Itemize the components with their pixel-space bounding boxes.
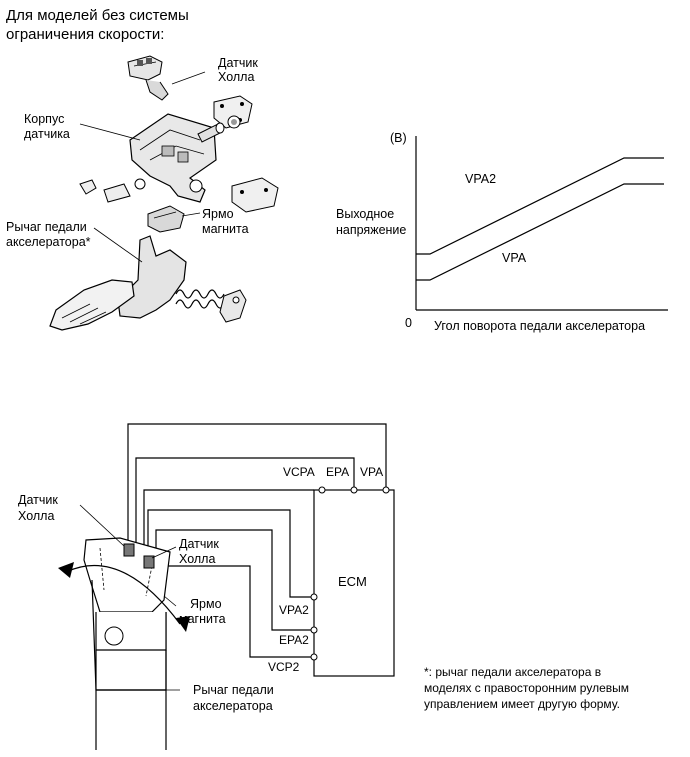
- hall-sensor-label-line1: Датчик: [218, 56, 258, 70]
- graph-xlabel: Угол поворота педали акселератора: [434, 319, 646, 333]
- ecm-label: ECM: [338, 574, 367, 589]
- hall-sensor-chip-right: [143, 555, 155, 569]
- graph-ylabel-line2: напряжение: [336, 223, 407, 237]
- pin-vpa-label: VPA: [360, 465, 384, 479]
- rotation-arrow: [58, 562, 190, 632]
- yoke-circuit-label-line2: магнита: [179, 612, 226, 626]
- hall-sensor-chip-left: [123, 543, 135, 557]
- yoke-label-line1: Ярмо: [202, 207, 234, 221]
- graph-ylabel-line1: Выходное: [336, 207, 395, 221]
- graph-vpa-label: VPA: [502, 251, 527, 265]
- footnote-line1: *: рычаг педали акселератора в: [424, 665, 602, 679]
- hall-sensor-label-line2: Холла: [218, 70, 255, 84]
- housing-label-line2: датчика: [24, 127, 70, 141]
- pin-vpa2-label: VPA2: [279, 603, 309, 617]
- housing-label-line1: Корпус: [24, 112, 65, 126]
- yoke-label-line2: магнита: [202, 222, 249, 236]
- vpa-line: [416, 183, 664, 281]
- header-line-1: Для моделей без системы: [6, 7, 189, 24]
- graph-origin-label: 0: [405, 316, 412, 330]
- pin-vcp2-label: VCP2: [268, 660, 300, 674]
- lever-body-drawing: [83, 537, 171, 750]
- accelerator-lever-part: [49, 235, 247, 331]
- header-line-2: ограничения скорости:: [6, 26, 165, 43]
- hall-right-label-line1: Датчик: [179, 537, 219, 551]
- hall-left-label-line1: Датчик: [18, 493, 58, 507]
- pin-vcpa-label: VCPA: [283, 465, 315, 479]
- sensor-housing-part: [129, 113, 217, 203]
- wiring: [127, 423, 387, 658]
- lever-circuit-label-line2: акселератора: [193, 699, 273, 713]
- graph-y-marker: (В): [390, 131, 407, 145]
- lever-circuit-label-line1: Рычаг педали: [193, 683, 274, 697]
- magnet-yoke-part: [147, 205, 185, 233]
- yoke-circuit-label-line1: Ярмо: [190, 597, 222, 611]
- hall-left-label-line2: Холла: [18, 509, 55, 523]
- pin-epa2-label: EPA2: [279, 633, 309, 647]
- vpa2-line: [416, 157, 664, 255]
- lever-label-line2: акселератора*: [6, 235, 91, 249]
- hall-sensor-part: [127, 55, 169, 101]
- lever-label-line1: Рычаг педали: [6, 220, 87, 234]
- footnote-line3: управлением имеет другую форму.: [424, 697, 620, 711]
- gasket-part: [213, 95, 253, 129]
- pin-epa-label: EPA: [326, 465, 350, 479]
- footnote-line2: моделях с правосторонним рулевым: [424, 681, 629, 695]
- pin-part: [197, 115, 241, 143]
- graph-vpa2-label: VPA2: [465, 172, 497, 186]
- hall-right-label-line2: Холла: [179, 552, 216, 566]
